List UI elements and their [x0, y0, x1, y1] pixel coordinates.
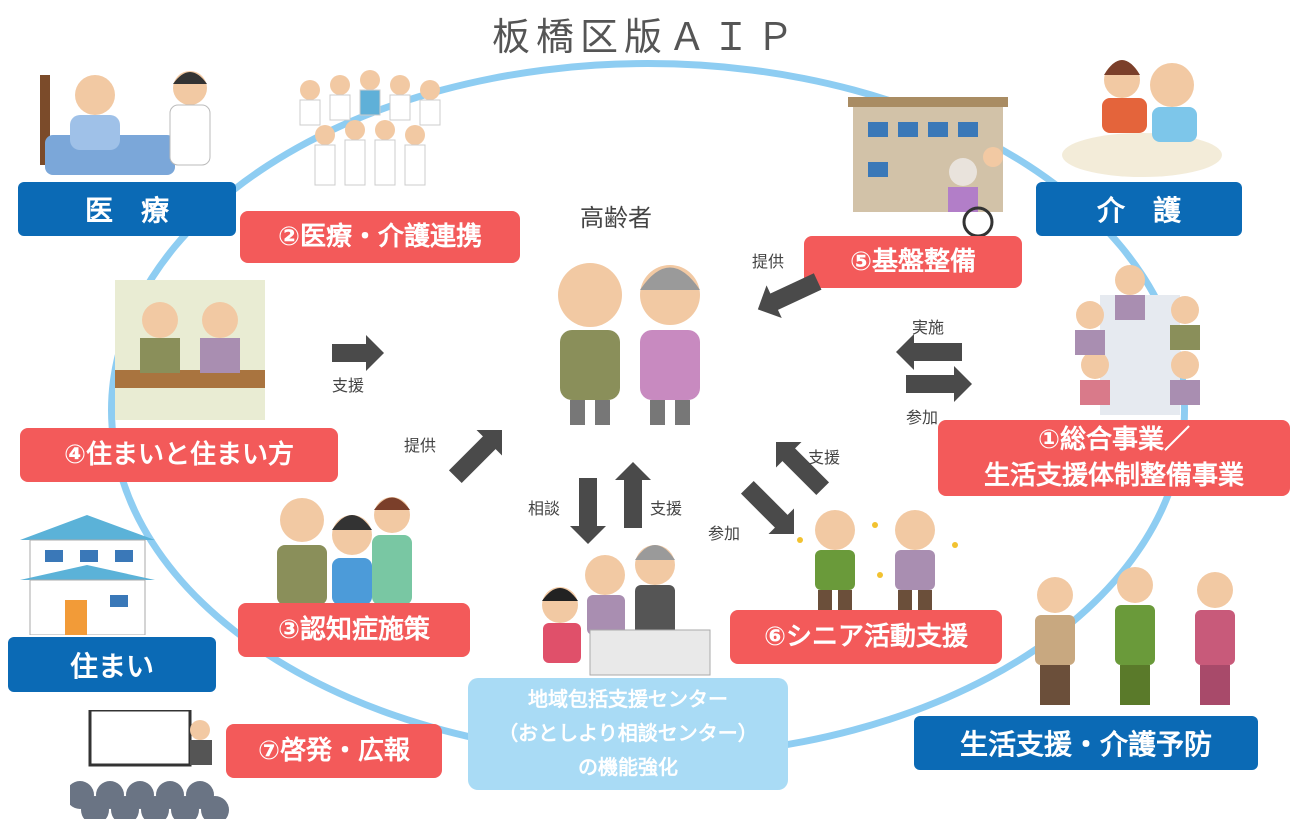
label-consult: 相談 [528, 499, 561, 518]
item-7-box: ⑦啓発・広報 [226, 724, 442, 778]
label-provide-left: 提供 [404, 436, 437, 455]
medical-staff-illustration [299, 70, 441, 186]
exercise-illustration [1035, 567, 1235, 705]
life-support-box: 生活支援・介護予防 [914, 716, 1258, 770]
support-center-line3: の機能強化 [578, 755, 678, 779]
label-support-right: 支援 [808, 448, 841, 467]
item-2-box: ②医療・介護連携 [240, 211, 520, 263]
item-3-box: ③認知症施策 [238, 603, 470, 657]
elderly-label: 高齢者 [580, 204, 652, 232]
care-box: 介 護 [1036, 182, 1242, 236]
item-4-box: ④住まいと住まい方 [20, 428, 338, 482]
arrow-consult [579, 478, 597, 528]
housing-box: 住まい [8, 637, 216, 692]
medical-illustration [40, 71, 211, 175]
label-implement: 実施 [912, 318, 945, 337]
elderly-couple-illustration [558, 263, 700, 425]
support-center-line2: （おとしより相談センター） [498, 721, 758, 745]
support-center-line1: 地域包括支援センター [528, 687, 728, 711]
item-6-box: ⑥シニア活動支援 [730, 610, 1002, 664]
label-participate-bottom: 参加 [708, 524, 741, 543]
item-1-box: ①総合事業／ 生活支援体制整備事業 [938, 420, 1290, 496]
item-5-box: ⑤基盤整備 [804, 236, 1022, 288]
house-illustration [20, 515, 155, 635]
arrow-implement [912, 343, 962, 361]
label-provide-top: 提供 [752, 252, 785, 271]
label-support-center: 支援 [650, 499, 683, 518]
elderly-bench-illustration [115, 280, 265, 420]
arrow-support-center [624, 478, 642, 528]
dementia-support-illustration [277, 497, 412, 605]
label-participate-right: 参加 [906, 408, 939, 427]
lecture-illustration [70, 710, 229, 819]
community-group-illustration [1075, 265, 1200, 415]
medical-box: 医 療 [18, 182, 236, 236]
label-support-left: 支援 [332, 376, 365, 395]
arrow-support-left [332, 335, 384, 371]
facility-illustration [848, 97, 1008, 237]
arrow-participate-right [906, 366, 972, 402]
page-title: 板橋区版ＡＩＰ [491, 15, 800, 59]
consultation-illustration [542, 545, 711, 676]
support-center-box: 地域包括支援センター （おとしより相談センター） の機能強化 [468, 678, 788, 790]
senior-activity-illustration [797, 510, 958, 610]
care-illustration [1062, 60, 1222, 177]
